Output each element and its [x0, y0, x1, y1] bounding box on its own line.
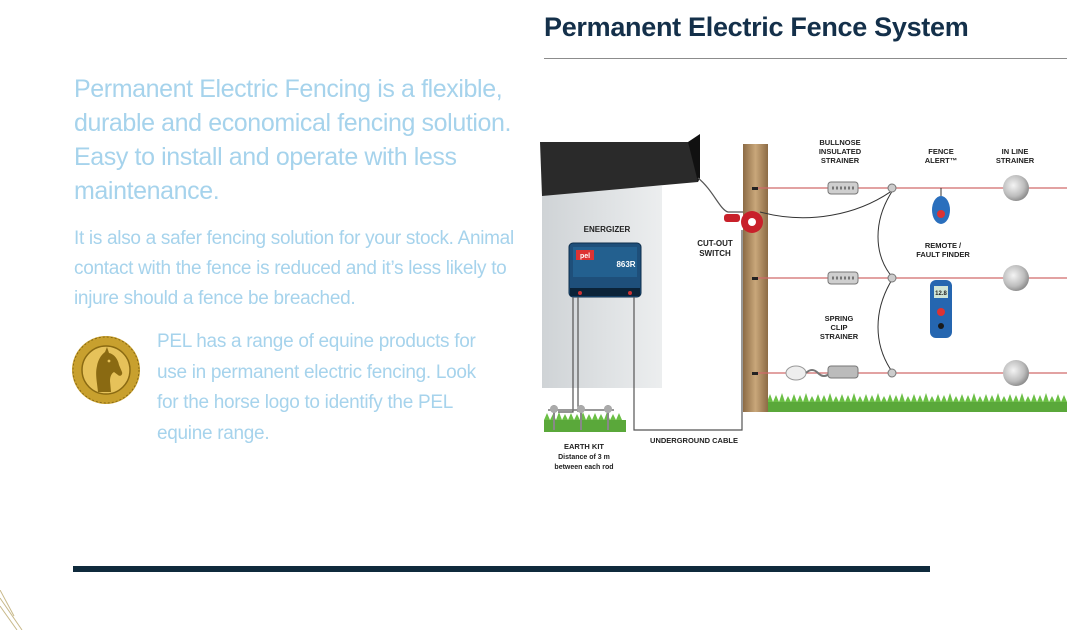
corner-decoration — [0, 590, 23, 630]
bullnose-label-3: STRAINER — [821, 156, 860, 165]
energizer-model: 863R — [616, 260, 635, 269]
remote-label-1: REMOTE / — [925, 241, 962, 250]
intro-sub: It is also a safer fencing solution for … — [74, 228, 514, 309]
fence-alert-label-1: FENCE — [928, 147, 953, 156]
cutout-label-1: CUT-OUT — [697, 239, 733, 248]
earth-kit-label-1: EARTH KIT — [564, 442, 604, 451]
remote-label-2: FAULT FINDER — [916, 250, 970, 259]
remote-display: 12.8 — [935, 291, 947, 297]
equine-note: PEL has a range of equine products for u… — [157, 331, 476, 444]
page-title: Permanent Electric Fence System — [544, 12, 969, 42]
underground-cable-label: UNDERGROUND CABLE — [650, 436, 738, 445]
inline-strainer-label-1: IN LINE — [1002, 147, 1029, 156]
energizer-unit: pel 863R — [568, 242, 642, 298]
inline-strainer-icon-2 — [1003, 265, 1029, 291]
energizer-brand: pel — [580, 253, 590, 260]
bullnose-label-2: INSULATED — [819, 147, 862, 156]
grass — [544, 393, 1067, 432]
cutout-label-2: SWITCH — [699, 249, 731, 258]
fence-system-diagram: pel 863R ENERGIZER — [540, 134, 1067, 471]
spring-clip-label-1: SPRING — [825, 314, 854, 323]
mid-strainer-icon — [827, 271, 897, 285]
footer-bar — [73, 566, 930, 572]
fence-alert-icon — [932, 188, 950, 224]
inline-strainer-icon-3 — [1003, 360, 1029, 386]
remote-fault-finder-icon: 12.8 — [930, 280, 952, 338]
bullnose-label-1: BULLNOSE — [819, 138, 860, 147]
earth-rods — [548, 405, 614, 430]
inline-strainer-label-2: STRAINER — [996, 156, 1035, 165]
horse-logo-icon — [72, 336, 140, 404]
jumper-wires — [759, 189, 894, 374]
spring-clip-label-2: CLIP — [830, 323, 847, 332]
spring-clip-strainer-icon — [785, 365, 897, 381]
energizer-label: ENERGIZER — [584, 225, 631, 234]
earth-kit-label-2: Distance of 3 m — [558, 454, 610, 461]
intro-lead: Permanent Electric Fencing is a flexible… — [74, 75, 512, 205]
spring-clip-label-3: STRAINER — [820, 332, 859, 341]
title-divider — [544, 58, 1067, 59]
cut-out-switch-icon — [724, 211, 763, 233]
wiring — [558, 177, 743, 431]
bullnose-strainer-icon — [827, 181, 897, 195]
inline-strainer-icon-1 — [1003, 175, 1029, 201]
fence-alert-label-2: ALERT™ — [925, 156, 958, 165]
earth-kit-label-3: between each rod — [554, 464, 613, 471]
